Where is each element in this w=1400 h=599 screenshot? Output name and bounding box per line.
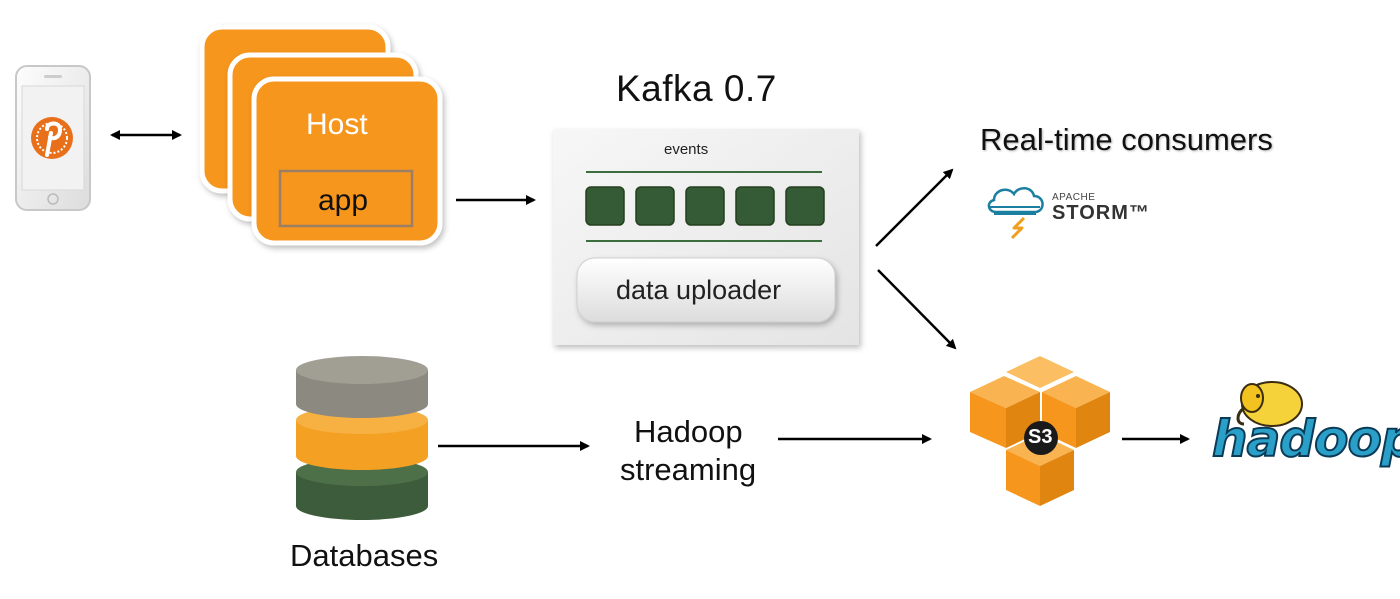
host-stack <box>199 24 443 246</box>
storm-logo-small-text: APACHE <box>1052 192 1096 203</box>
databases-label: Databases <box>290 538 439 573</box>
hadoop-streaming-line2: streaming <box>620 452 757 487</box>
kafka-realtime-arrow <box>875 168 954 247</box>
hadoop-streaming-line1: Hadoop <box>634 414 743 449</box>
pinterest-phone-icon <box>15 65 91 211</box>
realtime-consumers-title: Real-time consumers <box>980 122 1273 157</box>
hadoop-logo-text: hadoop <box>1211 409 1400 469</box>
kafka-box <box>553 129 859 345</box>
event-block <box>685 186 725 226</box>
app-label: app <box>318 184 369 217</box>
aws-s3-icon <box>970 356 1110 506</box>
s3-label: S3 <box>1028 426 1053 448</box>
event-block <box>735 186 775 226</box>
events-label: events <box>664 141 709 158</box>
event-block <box>785 186 825 226</box>
data-uploader-label: data uploader <box>616 275 782 305</box>
event-block <box>585 186 625 226</box>
app-box <box>278 169 414 228</box>
data-uploader-box <box>576 257 836 323</box>
kafka-title: Kafka 0.7 <box>616 68 777 109</box>
hadoop-elephant-icon <box>1236 381 1303 427</box>
host-label: Host <box>306 108 368 141</box>
storm-logo-text: STORM™ <box>1052 202 1150 224</box>
event-block <box>635 186 675 226</box>
kafka-s3-arrow <box>877 269 957 350</box>
storm-cloud-icon <box>987 187 1044 240</box>
databases-icon <box>296 356 428 520</box>
